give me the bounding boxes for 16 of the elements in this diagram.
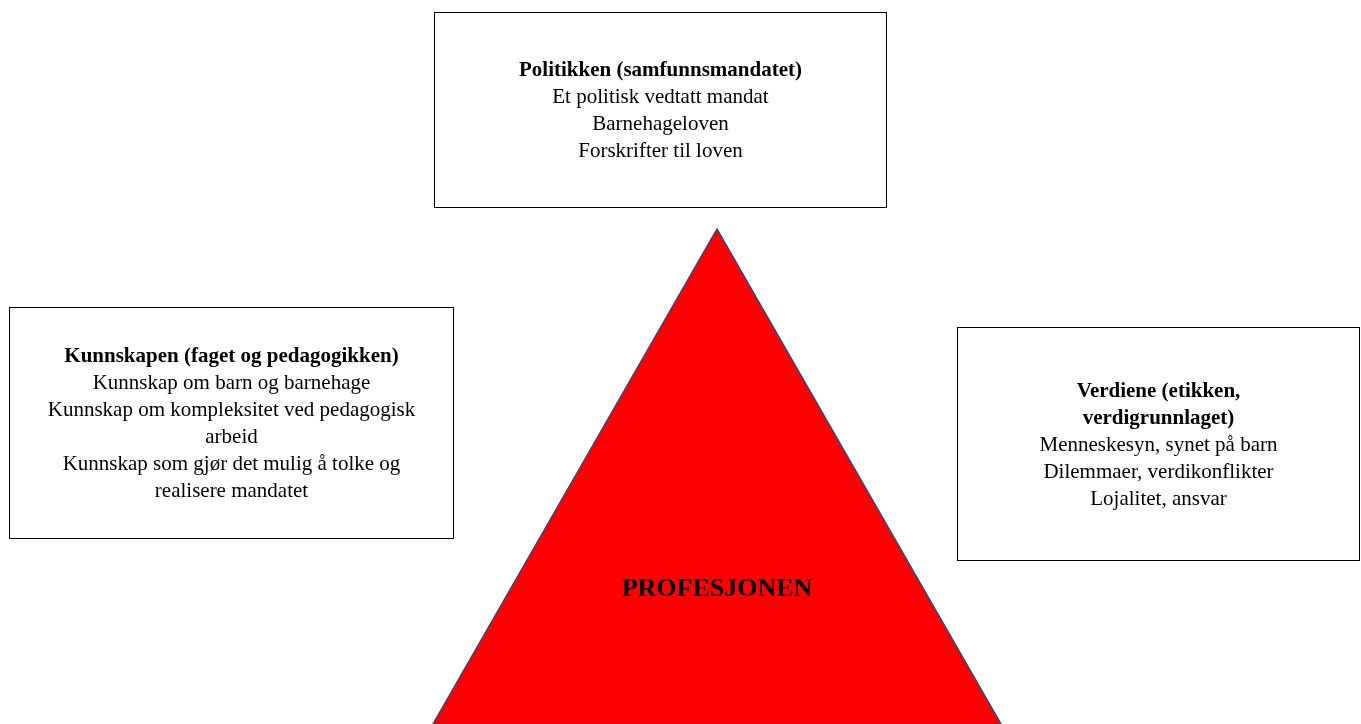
heading: Kunnskapen (faget og pedagogikken) <box>64 342 399 369</box>
list-item: Menneskesyn, synet på barn <box>1039 430 1278 458</box>
list-item: Kunnskap som gjør det mulig å tolke og realisere mandatet <box>61 450 402 504</box>
list-item: Barnehageloven <box>592 110 729 137</box>
heading: Verdiene (etikken, verdigrunnlaget) <box>1075 376 1242 431</box>
list-item: Lojalitet, ansvar <box>1090 484 1227 512</box>
list-item: Et politisk vedtatt mandat <box>552 83 769 110</box>
text-box <box>9 307 454 539</box>
list-item: Forskrifter til loven <box>578 137 743 164</box>
list-item: Kunnskap om barn og barnehage <box>92 369 371 396</box>
list-item: Kunnskap om kompleksitet ved pedagogisk arbeid <box>46 396 417 450</box>
heading: PROFESJONEN <box>621 573 813 602</box>
text-box <box>434 12 887 208</box>
list-item: Dilemmaer, verdikonflikter <box>1043 457 1274 485</box>
text-box <box>957 327 1360 561</box>
heading: Politikken (samfunnsmandatet) <box>519 56 802 83</box>
